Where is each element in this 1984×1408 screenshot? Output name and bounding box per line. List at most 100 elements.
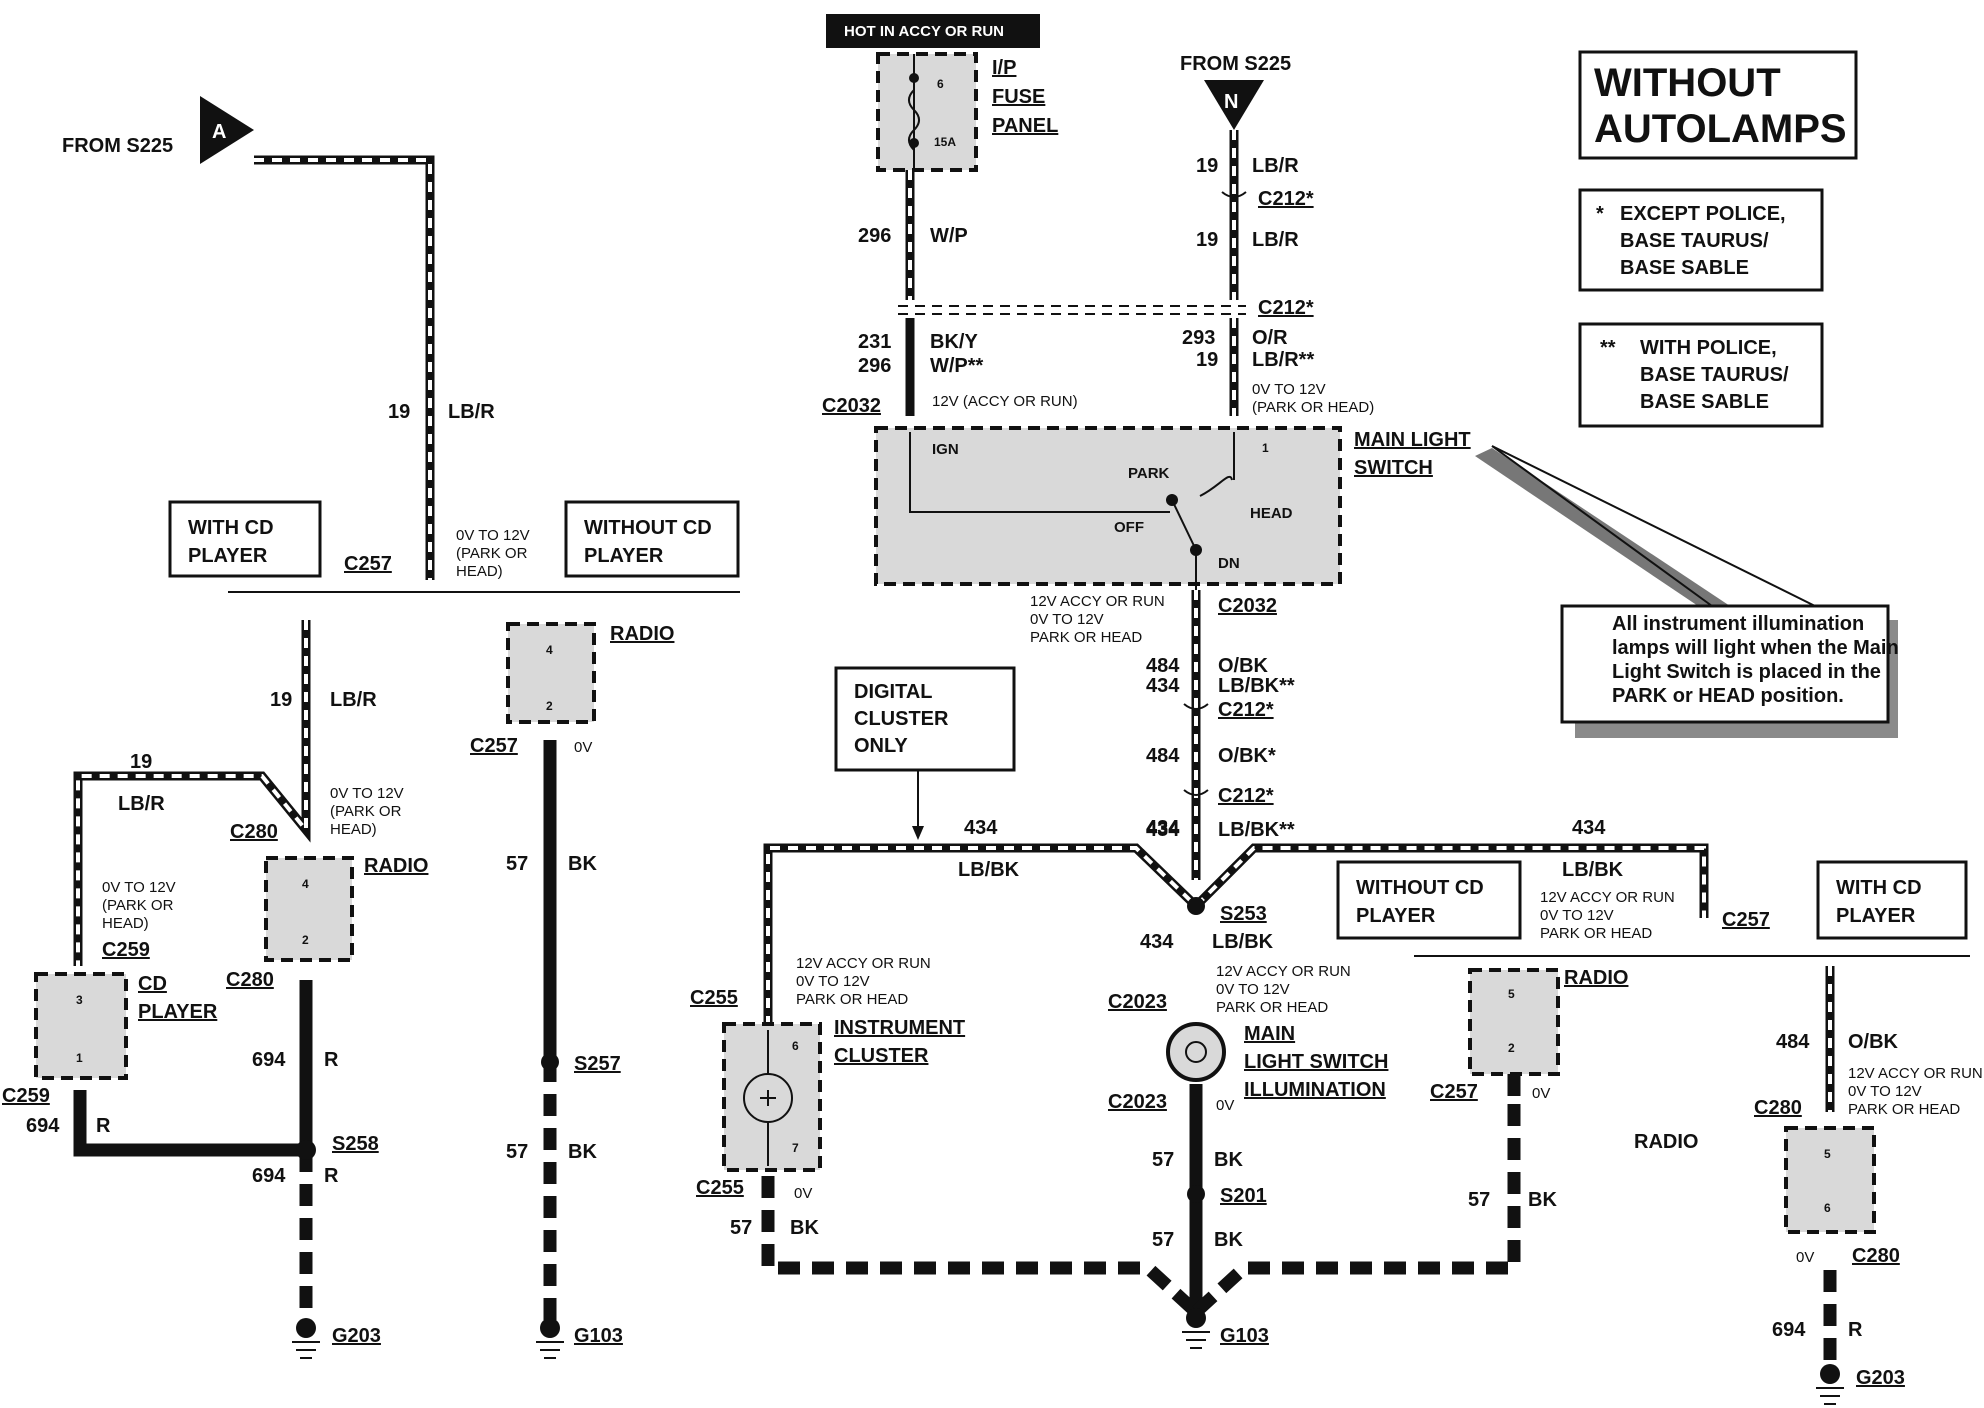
color-lbk-left: LB/BK [958, 859, 1020, 881]
radio-l2-pin4: 4 [546, 643, 553, 657]
circuit-57-b: 57 [1152, 1229, 1174, 1251]
mls-illum-label-2: LIGHT SWITCH [1244, 1051, 1388, 1073]
callout-line3: Light Switch is placed in the [1612, 661, 1881, 683]
callout-line4: PARK or HEAD position. [1612, 685, 1844, 707]
ic-pin7: 7 [792, 1141, 799, 1155]
color-wp: W/P [930, 225, 968, 247]
wire-19-top: 19 LB/R C212* 19 LB/R [1196, 130, 1314, 300]
switch-pin1: 1 [1262, 441, 1269, 455]
wire-19-left: 19 LB/R 0V TO 12V (PARK OR HEAD) C257 [228, 155, 740, 593]
cd-player-left: 3 1 CD PLAYER C259 [2, 972, 218, 1107]
radio-label-right-b: RADIO [1634, 1131, 1698, 1153]
splice-s253: S253 [1220, 903, 1267, 925]
circuit-19b: 19 [1196, 229, 1218, 251]
voltage-12-accy-ill: 12V ACCY OR RUN [1216, 963, 1351, 980]
digital-line1: DIGITAL [854, 681, 933, 703]
voltage-0-12-rr: 0V TO 12V [1848, 1083, 1922, 1100]
color-obk-r: O/BK [1848, 1031, 1899, 1053]
note-double-star: ** [1600, 337, 1616, 359]
instrument-cluster-label-1: INSTRUMENT [834, 1017, 965, 1039]
circuit-296: 296 [858, 225, 891, 247]
circuit-57-l1: 57 [506, 853, 528, 875]
color-lbr-left: LB/R [448, 401, 495, 423]
radio-r-pin2: 2 [1508, 1041, 1515, 1055]
from-s225-a-letter: A [212, 121, 226, 143]
circuit-57-ic: 57 [730, 1217, 752, 1239]
callout-line1: All instrument illumination [1612, 613, 1864, 635]
voltage-park-or-l: (PARK OR [456, 545, 528, 562]
callout-line2: lamps will light when the Main [1612, 637, 1899, 659]
circuit-57-a: 57 [1152, 1149, 1174, 1171]
color-obk: O/BK [1218, 655, 1269, 677]
circuit-484b: 484 [1146, 745, 1180, 767]
note-except-line3: BASE SABLE [1620, 257, 1749, 279]
circuit-434b: 434 [1146, 819, 1180, 841]
color-r-l3: R [324, 1165, 339, 1187]
note-with-line2: BASE TAURUS/ [1640, 364, 1789, 386]
circuit-19c: 19 [1196, 349, 1218, 371]
wire-296: 296 W/P [858, 170, 968, 300]
connector-c259-top: C259 [102, 939, 150, 961]
connector-c259-bottom: C259 [2, 1085, 50, 1107]
voltage-12-accy-c: 12V ACCY OR RUN [1030, 593, 1165, 610]
instrument-cluster-label-2: CLUSTER [834, 1045, 929, 1067]
circuit-434-ill: 434 [1140, 931, 1174, 953]
without-cd-left-2: PLAYER [584, 545, 664, 567]
digital-cluster-box: DIGITAL CLUSTER ONLY [834, 666, 1016, 840]
radio-right-with-cd: WITH CD PLAYER 484 O/BK 12V ACCY OR RUN … [1754, 860, 1983, 1405]
color-lbk-ill: LB/BK [1212, 931, 1274, 953]
mls-illumination: 434 LB/BK 12V ACCY OR RUN 0V TO 12V PARK… [1108, 931, 1388, 1114]
circuit-694-rr: 694 [1772, 1319, 1806, 1341]
voltage-0-ill: 0V [1216, 1097, 1234, 1114]
voltage-head-l2: HEAD) [330, 821, 377, 838]
splice-s258: S258 [332, 1133, 379, 1155]
color-bk-b: BK [1214, 1229, 1243, 1251]
radio-label-left-b: RADIO [610, 623, 674, 645]
from-s225-a: FROM S225 A [62, 96, 254, 164]
ground-center: 57 BK 57 BK S201 57 BK G103 [730, 1084, 1521, 1349]
radio-right-without-cd: WITHOUT CD PLAYER 12V ACCY OR RUN 0V TO … [1336, 860, 1970, 1211]
radio-left-with-cd: 4 2 RADIO C280 [226, 855, 428, 991]
circuit-57-r: 57 [1468, 1189, 1490, 1211]
voltage-accy-run: 12V (ACCY OR RUN) [932, 393, 1078, 410]
cd-player-label-1: CD [138, 973, 167, 995]
voltage-park-head-r: PARK OR HEAD [1540, 925, 1652, 942]
voltage-0-l: 0V [574, 739, 592, 756]
color-obks: O/BK* [1218, 745, 1276, 767]
voltage-12-accy-r: 12V ACCY OR RUN [1540, 889, 1675, 906]
fuse-panel-label-2: FUSE [992, 86, 1045, 108]
without-cd-left-1: WITHOUT CD [584, 517, 712, 539]
note-except-box: * EXCEPT POLICE, BASE TAURUS/ BASE SABLE [1578, 188, 1824, 292]
from-s225-n: FROM S225 N [1180, 53, 1291, 130]
voltage-0-r: 0V [1532, 1085, 1550, 1102]
color-lbr: LB/R [1252, 155, 1299, 177]
note-except-line2: BASE TAURUS/ [1620, 230, 1769, 252]
voltage-park-head-ill: PARK OR HEAD [1216, 999, 1328, 1016]
note-star: * [1596, 203, 1604, 225]
splice-s201: S201 [1220, 1185, 1267, 1207]
fuse-amps: 15A [934, 135, 956, 149]
circuit-484-r: 484 [1776, 1031, 1810, 1053]
radio-l-pin4: 4 [302, 877, 309, 891]
voltage-0-12-top: 0V TO 12V [1252, 381, 1326, 398]
wire-293-19: 293 O/R 19 LB/R** 0V TO 12V (PARK OR HEA… [1182, 318, 1374, 416]
connector-c257-left: C257 [344, 553, 392, 575]
connector-c212-4: C212* [1218, 785, 1274, 807]
voltage-park-head-ic: PARK OR HEAD [796, 991, 908, 1008]
cd-pin1: 1 [76, 1051, 83, 1065]
circuit-19-l3: 19 [130, 751, 152, 773]
main-light-switch-title-2: SWITCH [1354, 457, 1433, 479]
mls-illum-label-1: MAIN [1244, 1023, 1295, 1045]
voltage-park-head-top: (PARK OR HEAD) [1252, 399, 1374, 416]
wire-434-bus: 434 LB/BK 434 434 LB/BK S253 [763, 817, 1709, 1026]
voltage-head-l: HEAD) [456, 563, 503, 580]
connector-c212-3: C212* [1218, 699, 1274, 721]
digital-line2: CLUSTER [854, 708, 949, 730]
main-light-switch-title-1: MAIN LIGHT [1354, 429, 1471, 451]
color-bk-ic: BK [790, 1217, 819, 1239]
voltage-0-12-c: 0V TO 12V [1030, 611, 1104, 628]
radio-l-pin2: 2 [302, 933, 309, 947]
color-lbrss: LB/R** [1252, 349, 1314, 371]
circuit-293: 293 [1182, 327, 1215, 349]
color-r-rr: R [1848, 1319, 1863, 1341]
